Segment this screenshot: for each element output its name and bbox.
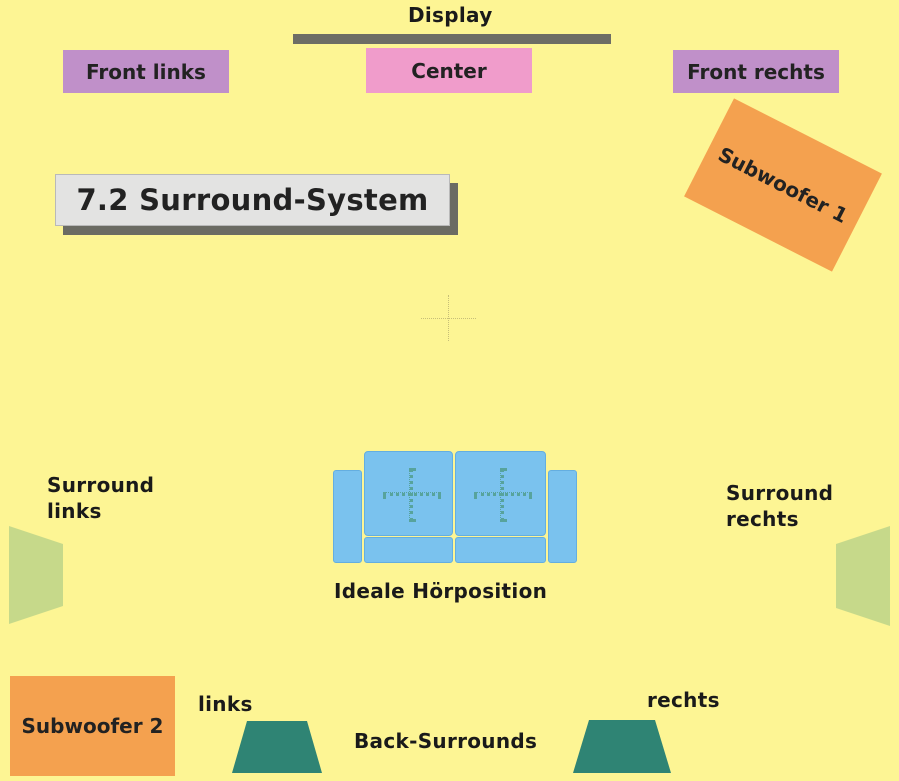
surround-left-label: Surround links — [47, 472, 154, 524]
sofa-left-armrest — [333, 470, 362, 563]
diagram-title: 7.2 Surround-System — [55, 174, 450, 226]
back-surround-right-label: rechts — [647, 688, 720, 712]
subwoofer-2: Subwoofer 2 — [10, 676, 175, 776]
surround-right-label-line1: Surround — [726, 481, 834, 505]
surround-left-label-line1: Surround — [47, 473, 155, 497]
room-center-crosshair-vertical — [448, 295, 450, 341]
display-screen — [293, 34, 611, 44]
back-surround-left-label: links — [198, 692, 253, 716]
display-label: Display — [408, 3, 493, 27]
surround-right-label: Surround rechts — [726, 480, 833, 532]
back-surround-left-speaker — [232, 721, 322, 773]
sofa-right-backrest — [455, 451, 546, 536]
surround-right-speaker — [836, 526, 890, 626]
front-right-speaker: Front rechts — [673, 50, 839, 93]
surround-left-speaker — [9, 526, 63, 624]
surround-left-label-line2: links — [47, 499, 102, 523]
sofa-left-seat — [364, 537, 453, 563]
listening-position-label: Ideale Hörposition — [334, 579, 548, 603]
center-speaker: Center — [366, 48, 532, 93]
surround-right-label-line2: rechts — [726, 507, 799, 531]
back-surrounds-label: Back-Surrounds — [354, 729, 538, 753]
subwoofer-1: Subwoofer 1 — [684, 98, 882, 272]
sofa-left-backrest — [364, 451, 453, 536]
front-left-speaker: Front links — [63, 50, 229, 93]
sofa-right-seat — [455, 537, 546, 563]
back-surround-right-speaker — [573, 720, 671, 773]
sofa-right-armrest — [548, 470, 577, 563]
